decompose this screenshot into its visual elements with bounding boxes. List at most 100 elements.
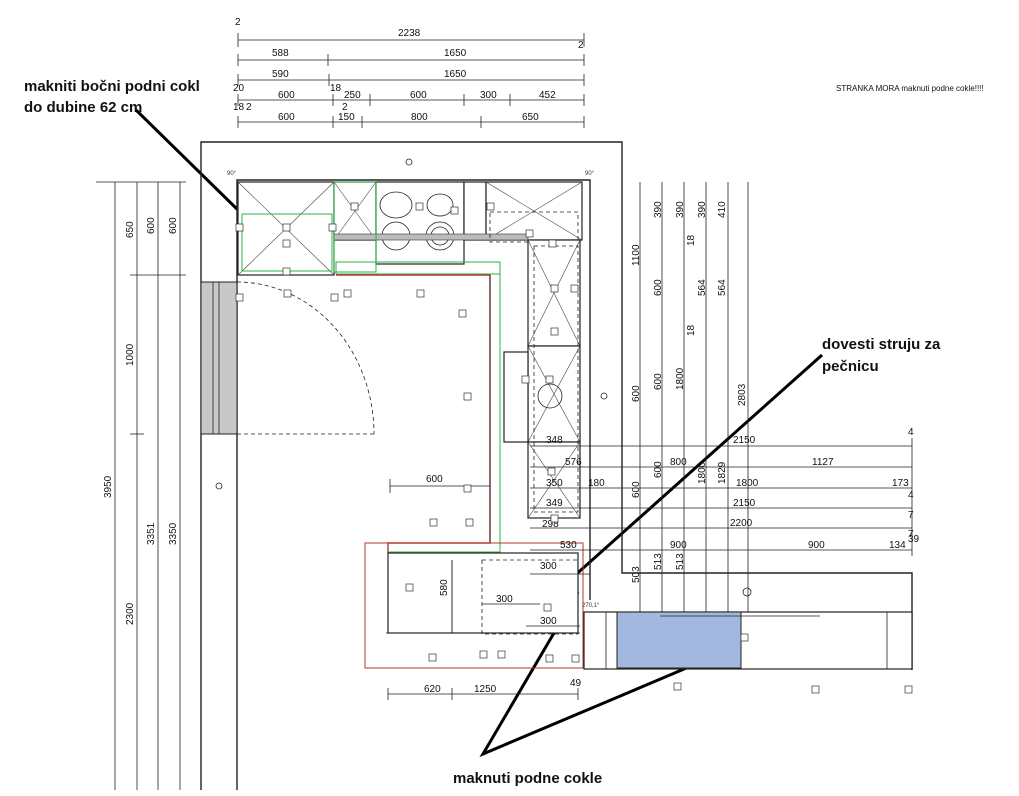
dim-18-right-b: 18 [686, 324, 697, 336]
dim-1829: 1829 [717, 461, 728, 484]
dim-600-left-b: 600 [168, 217, 179, 234]
dim-513-a: 513 [653, 553, 664, 570]
dim-3351: 3351 [146, 522, 157, 545]
right-cabinet-run [503, 239, 581, 519]
dim-390-b: 390 [675, 201, 686, 218]
dim-503: 503 [631, 566, 642, 583]
dim-49: 49 [570, 678, 582, 689]
dim-1000-left: 1000 [125, 343, 136, 366]
top-cabinet-run [237, 181, 583, 276]
dim-2150-a: 2150 [733, 435, 756, 446]
dim-576: 576 [565, 457, 582, 468]
dim-349: 349 [546, 498, 563, 509]
dim-top-2-left: 2 [235, 17, 241, 28]
dim-2-b: 2 [246, 102, 252, 113]
door-swing [236, 281, 375, 435]
island: 600 [336, 261, 501, 553]
dim-800-right: 800 [670, 457, 687, 468]
note-client: STRANKA MORA maknuti podne cokle!!!! [836, 84, 984, 93]
dim-300-inner-a: 300 [496, 594, 513, 605]
dim-island-600: 600 [426, 474, 443, 485]
tag-markers [235, 202, 913, 694]
room-walls: 90° 90° [200, 141, 913, 790]
dim-20: 20 [233, 83, 245, 94]
dim-600-top-b: 600 [410, 90, 427, 101]
angle-270: 270,1° [582, 603, 600, 609]
dim-2200: 2200 [730, 518, 753, 529]
dim-588: 588 [272, 48, 289, 59]
dim-390-c: 390 [697, 201, 708, 218]
dim-600-top-a: 600 [278, 90, 295, 101]
dim-580: 580 [439, 579, 450, 596]
lower-peninsula: 580 300 300 270,1° 620 1250 49 [364, 542, 600, 700]
dim-2-c: 2 [342, 102, 348, 113]
dim-564-b: 564 [717, 279, 728, 296]
dim-600-right-b: 600 [653, 373, 664, 390]
dim-2803: 2803 [737, 383, 748, 406]
note-side-plinth-2: do dubine 62 cm [24, 99, 142, 116]
outlet-left [215, 482, 223, 490]
left-dimensions: 650 600 600 1000 3950 2300 3351 3350 [96, 181, 186, 790]
dim-530: 530 [560, 540, 577, 551]
dim-2150-b: 2150 [733, 498, 756, 509]
dim-18-right-a: 18 [686, 234, 697, 246]
right-vertical-dimensions: 390 390 390 410 1100 18 600 564 564 18 6… [631, 182, 749, 612]
right-horizontal-dimensions: 348 2150 4 576 800 1127 350 180 1800 173… [530, 427, 920, 575]
dim-250: 250 [344, 90, 361, 101]
dim-7-b: 7 [908, 529, 914, 540]
dim-298: 298 [542, 519, 559, 530]
angle-90-right: 90° [585, 171, 595, 177]
dim-top-2-right: 2 [578, 40, 584, 51]
dim-590: 590 [272, 69, 289, 80]
dim-134: 134 [889, 540, 906, 551]
dim-600-right-d: 600 [653, 461, 664, 478]
dim-39: 39 [908, 534, 920, 545]
dim-564-a: 564 [697, 279, 708, 296]
dim-1100: 1100 [631, 244, 642, 266]
dim-600-left-a: 600 [146, 217, 157, 234]
dim-300-inner-b: 300 [540, 616, 557, 627]
dim-1127: 1127 [812, 457, 834, 468]
dim-1800-b: 1800 [697, 461, 708, 484]
note-floor-plinth: maknuti podne cokle [453, 770, 602, 787]
dim-3950: 3950 [103, 475, 114, 498]
dim-4-b: 4 [908, 490, 914, 501]
dim-620: 620 [424, 684, 441, 695]
dim-7-a: 7 [908, 510, 914, 521]
dim-600-right-c: 600 [631, 385, 642, 402]
dim-150: 150 [338, 112, 355, 123]
dim-2300: 2300 [125, 602, 136, 625]
blue-area [616, 611, 742, 669]
dim-top-2238: 2238 [398, 28, 421, 39]
note-power-1: dovesti struju za [822, 336, 941, 353]
dim-18-b: 18 [233, 102, 245, 113]
outlet-top [405, 158, 413, 166]
dim-18-a: 18 [330, 83, 342, 94]
angle-90-left: 90° [227, 171, 237, 177]
dim-452: 452 [539, 90, 556, 101]
outlet-right [600, 392, 608, 400]
dim-410: 410 [717, 201, 728, 218]
dim-600-right-a: 600 [653, 279, 664, 296]
dim-1250: 1250 [474, 684, 497, 695]
dim-600-right-e: 600 [631, 481, 642, 498]
top-dimensions: 2 2238 2 588 1650 590 1650 20 18 600 250… [233, 17, 585, 128]
alcove [583, 587, 913, 670]
note-side-plinth-1: makniti bočni podni cokl [24, 78, 200, 95]
dim-4-a: 4 [908, 427, 914, 438]
dim-300-top: 300 [480, 90, 497, 101]
dim-900-a: 900 [670, 540, 687, 551]
dim-1800-a: 1800 [675, 367, 686, 390]
dim-650-left: 650 [125, 221, 136, 238]
dim-900-b: 900 [808, 540, 825, 551]
note-power-2: pečnicu [822, 358, 879, 375]
dim-300-right: 300 [540, 561, 557, 572]
dim-350: 350 [546, 478, 563, 489]
dim-390-a: 390 [653, 201, 664, 218]
dim-1800-h: 1800 [736, 478, 759, 489]
dim-1650-a: 1650 [444, 48, 467, 59]
dim-348: 348 [546, 435, 563, 446]
dim-600-top-c: 600 [278, 112, 295, 123]
dim-1650-b: 1650 [444, 69, 467, 80]
